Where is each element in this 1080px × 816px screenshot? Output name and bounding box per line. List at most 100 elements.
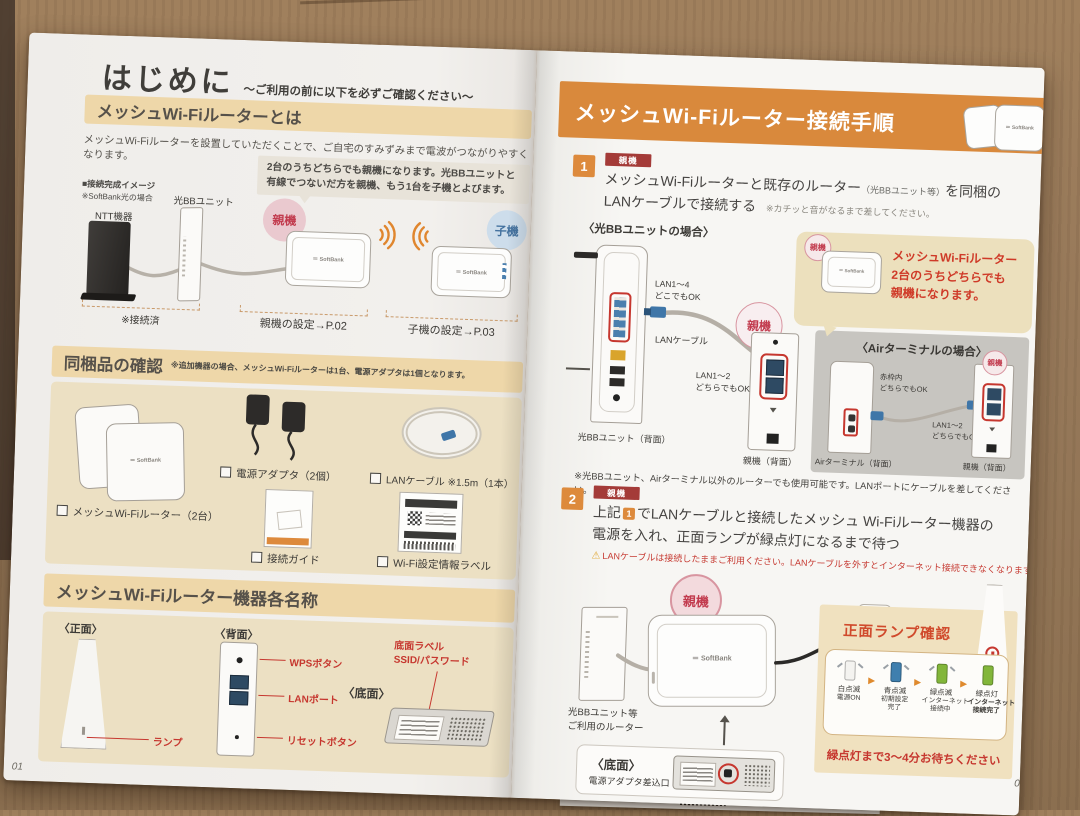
sticker-pointer-line	[428, 671, 438, 711]
right-page: メッシュWi-Fiルーター接続手順 SoftBank 1 親機 メッシュWi-F…	[510, 50, 1045, 816]
item-wifilabel-label: Wi-Fi設定情報ラベル	[376, 555, 492, 574]
mini-router: SoftBank	[820, 250, 883, 295]
front-label: 〈正面〉	[58, 622, 103, 637]
lan12-line2: どちらでもOK	[695, 381, 751, 394]
air-parent-router-back	[971, 363, 1015, 460]
lamp-icon	[843, 660, 856, 681]
parent-router-back	[747, 331, 800, 452]
lamp-check-panel: 正面ランプ確認 白点滅 電源ON ▶ 青点滅 初期設定 完了	[814, 604, 1018, 780]
cable-lines	[125, 261, 290, 278]
step1-diagram: 〈光BBユニットの場合〉 LAN1～4 どこでもOK	[562, 218, 1036, 500]
parent-badge-label: 親機	[682, 593, 710, 610]
lamp-states-box: 白点滅 電源ON ▶ 青点滅 初期設定 完了 ▶ 緑点滅	[822, 648, 1015, 742]
router-box-item: SoftBank	[105, 422, 186, 502]
checkbox-icon	[250, 551, 263, 563]
lamp-wait-note: 緑点灯まで3～4分お待ちください	[826, 749, 1001, 768]
child-badge-label: 子機	[494, 223, 519, 239]
image-callout: 2台のうちどちらでも親機になります。光BBユニットと 有線でつないだ方を親機、も…	[256, 155, 531, 205]
lamp-state: 緑点灯 インターネット 接続完了	[967, 665, 1015, 717]
label-text-lines	[425, 512, 456, 526]
header-title: メッシュWi-Fiルーター接続手順	[574, 101, 896, 136]
lan12-label: LAN1～2 どちらでもOK	[695, 370, 750, 396]
router-lan-port	[986, 403, 1002, 416]
sticker-text-lines	[682, 765, 714, 782]
bottom-sticker	[393, 714, 445, 742]
power-port-label: 電源アダプタ差込口	[588, 775, 670, 789]
router-back-view	[216, 641, 259, 757]
checkbox-icon	[369, 472, 382, 485]
bb-lan-ports	[613, 297, 627, 338]
bb-top-connector	[573, 251, 599, 259]
header-banner: メッシュWi-Fiルーター接続手順 SoftBank	[558, 81, 1045, 155]
router-power-port	[986, 444, 997, 453]
bottom-grille	[445, 716, 487, 741]
air-redbox	[842, 408, 859, 437]
step1-note: ※カチッと音がなるまで差してください。	[765, 203, 936, 220]
bottom-view-box: 〈底面〉 電源アダプタ差込口	[575, 744, 785, 802]
item-label: Wi-Fi設定情報ラベル	[392, 557, 492, 573]
parent-badge-label: 親機	[272, 213, 297, 228]
bb-port-black	[609, 365, 626, 375]
reset-pointer-line	[256, 736, 283, 739]
step2-parent-badge: 親機	[593, 485, 640, 501]
back-label: 〈背面〉	[214, 628, 259, 642]
bottom-sticker-label: 底面ラベル SSID/パスワード	[393, 640, 470, 671]
bb-port-black	[609, 377, 625, 387]
guide-booklet-item	[263, 489, 314, 549]
lamp-state: 緑点滅 インターネット 接続中	[921, 663, 969, 715]
checkbox-icon	[56, 504, 68, 517]
bb-unit-vents	[181, 236, 187, 277]
left-page: はじめに ～ご利用の前に以下を必ずご確認ください～ メッシュWi-Fiルーターと…	[3, 32, 538, 798]
item-label: LANケーブル ※1.5m（1本）	[385, 475, 514, 491]
checkbox-icon	[219, 466, 232, 478]
adapter-cords	[251, 423, 295, 461]
bb-back-label: 光BBユニット（背面）	[577, 431, 671, 446]
lan-cable-item	[400, 405, 483, 461]
router-mark	[989, 427, 995, 431]
arrow-up-line	[722, 719, 726, 746]
step1-text: LANケーブルで接続する	[603, 192, 757, 214]
bottom-sticker	[679, 761, 717, 787]
connection-diagram: 2台のうちどちらでも親機になります。光BBユニットと 有線でつないだ方を親機、も…	[77, 149, 531, 346]
router-power-port	[766, 433, 779, 444]
lan-port-shape	[229, 674, 250, 690]
section-contents-heading-label: 同梱品の確認	[63, 354, 164, 376]
caption-line2: ※SoftBank光の場合	[81, 191, 153, 203]
router-label-line2: ご利用のルーター	[567, 720, 644, 735]
state-desc: 電源ON	[836, 694, 861, 702]
lamp-icon	[981, 665, 994, 686]
bottom-label: 〈底面〉	[342, 685, 391, 702]
child-router-ports	[502, 263, 507, 280]
parent-back-label: 親機（背面）	[742, 455, 798, 468]
arrow-icon: ▶	[914, 676, 922, 688]
router-bottom-view	[383, 707, 496, 747]
callout-tail	[298, 195, 311, 204]
booklet: はじめに ～ご利用の前に以下を必ずご確認ください～ メッシュWi-Fiルーターと…	[3, 32, 1045, 816]
air-terminal-panel: 〈Airターミナルの場合〉 赤枠内 どちらでもOK	[810, 330, 1030, 480]
state-desc: 完了	[887, 704, 902, 712]
section-what-heading-label: メッシュWi-Fiルーターとは	[96, 102, 303, 128]
lan-cable-connector	[440, 429, 457, 442]
item-guide-label: 接続ガイド	[250, 551, 320, 568]
sticker-text-lines	[398, 718, 440, 737]
air-back-label: Airターミナル（背面）	[814, 457, 897, 470]
bottom-label: 〈底面〉	[590, 757, 642, 774]
bb-unit-device	[177, 207, 204, 302]
air-parent-back-label: 親機（背面）	[962, 462, 1011, 474]
ntt-device	[86, 220, 131, 297]
router-mark	[770, 408, 777, 413]
label-qr	[407, 511, 422, 526]
router-side-lamp	[651, 671, 655, 684]
contents-panel: SoftBank メッシュWi-Fiルーター（2台） 電源アダプタ（2個） LA…	[44, 381, 522, 580]
air-terminal-back	[827, 360, 875, 455]
sticker-line2: SSID/パスワード	[393, 654, 470, 669]
wps-button-dot	[236, 657, 243, 664]
step1-parent-badge: 親機	[605, 152, 652, 168]
bottom-grille	[743, 763, 771, 787]
lan-port-shape	[229, 690, 249, 706]
bb-vents	[584, 629, 590, 678]
air-port-dot	[847, 425, 856, 433]
router-antenna-dot	[772, 339, 779, 345]
power-port-red-circle	[717, 762, 740, 785]
router-lan-redbox	[759, 353, 789, 401]
